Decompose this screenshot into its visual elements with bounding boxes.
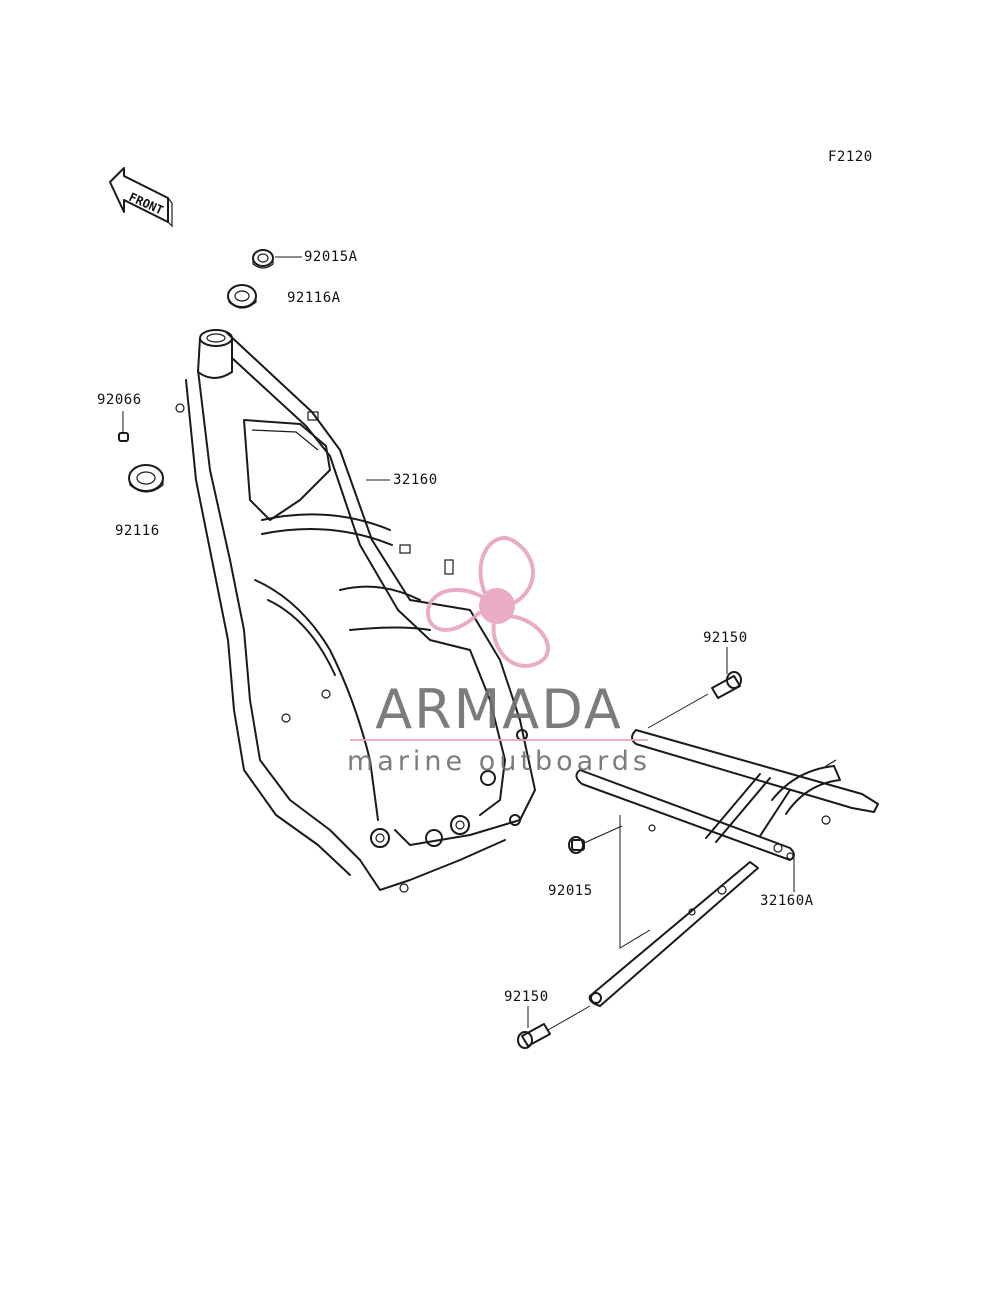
- label-92066: 92066: [97, 392, 142, 408]
- label-92150-bottom: 92150: [504, 989, 549, 1005]
- diagram-code: F2120: [828, 149, 873, 165]
- label-32160A: 32160A: [760, 893, 814, 909]
- part-32160-main-frame: [175, 329, 536, 893]
- label-92150-top: 92150: [703, 630, 748, 646]
- watermark-brand: ARMADA: [375, 678, 623, 741]
- propeller-logo-icon: [425, 536, 550, 668]
- part-92150-bottom-bolt: [517, 1005, 591, 1049]
- part-92066-grease-nipple: [118, 411, 129, 442]
- part-92150-top-bolt: [647, 647, 742, 729]
- label-92116: 92116: [115, 523, 160, 539]
- part-92116A-bearing: [227, 284, 257, 309]
- watermark-tagline: marine outboards: [347, 746, 651, 777]
- part-92015-nut: [568, 815, 651, 949]
- front-arrow-icon: FRONT: [109, 167, 173, 228]
- label-92015A: 92015A: [304, 249, 358, 265]
- part-92015A-nut: [252, 249, 302, 269]
- part-32160A-sub-frame: [575, 729, 879, 1007]
- part-92116-bearing: [128, 464, 164, 493]
- watermark: ARMADA marine outboards: [347, 536, 651, 777]
- label-92015: 92015: [548, 883, 593, 899]
- label-32160: 32160: [393, 472, 438, 488]
- label-92116A: 92116A: [287, 290, 341, 306]
